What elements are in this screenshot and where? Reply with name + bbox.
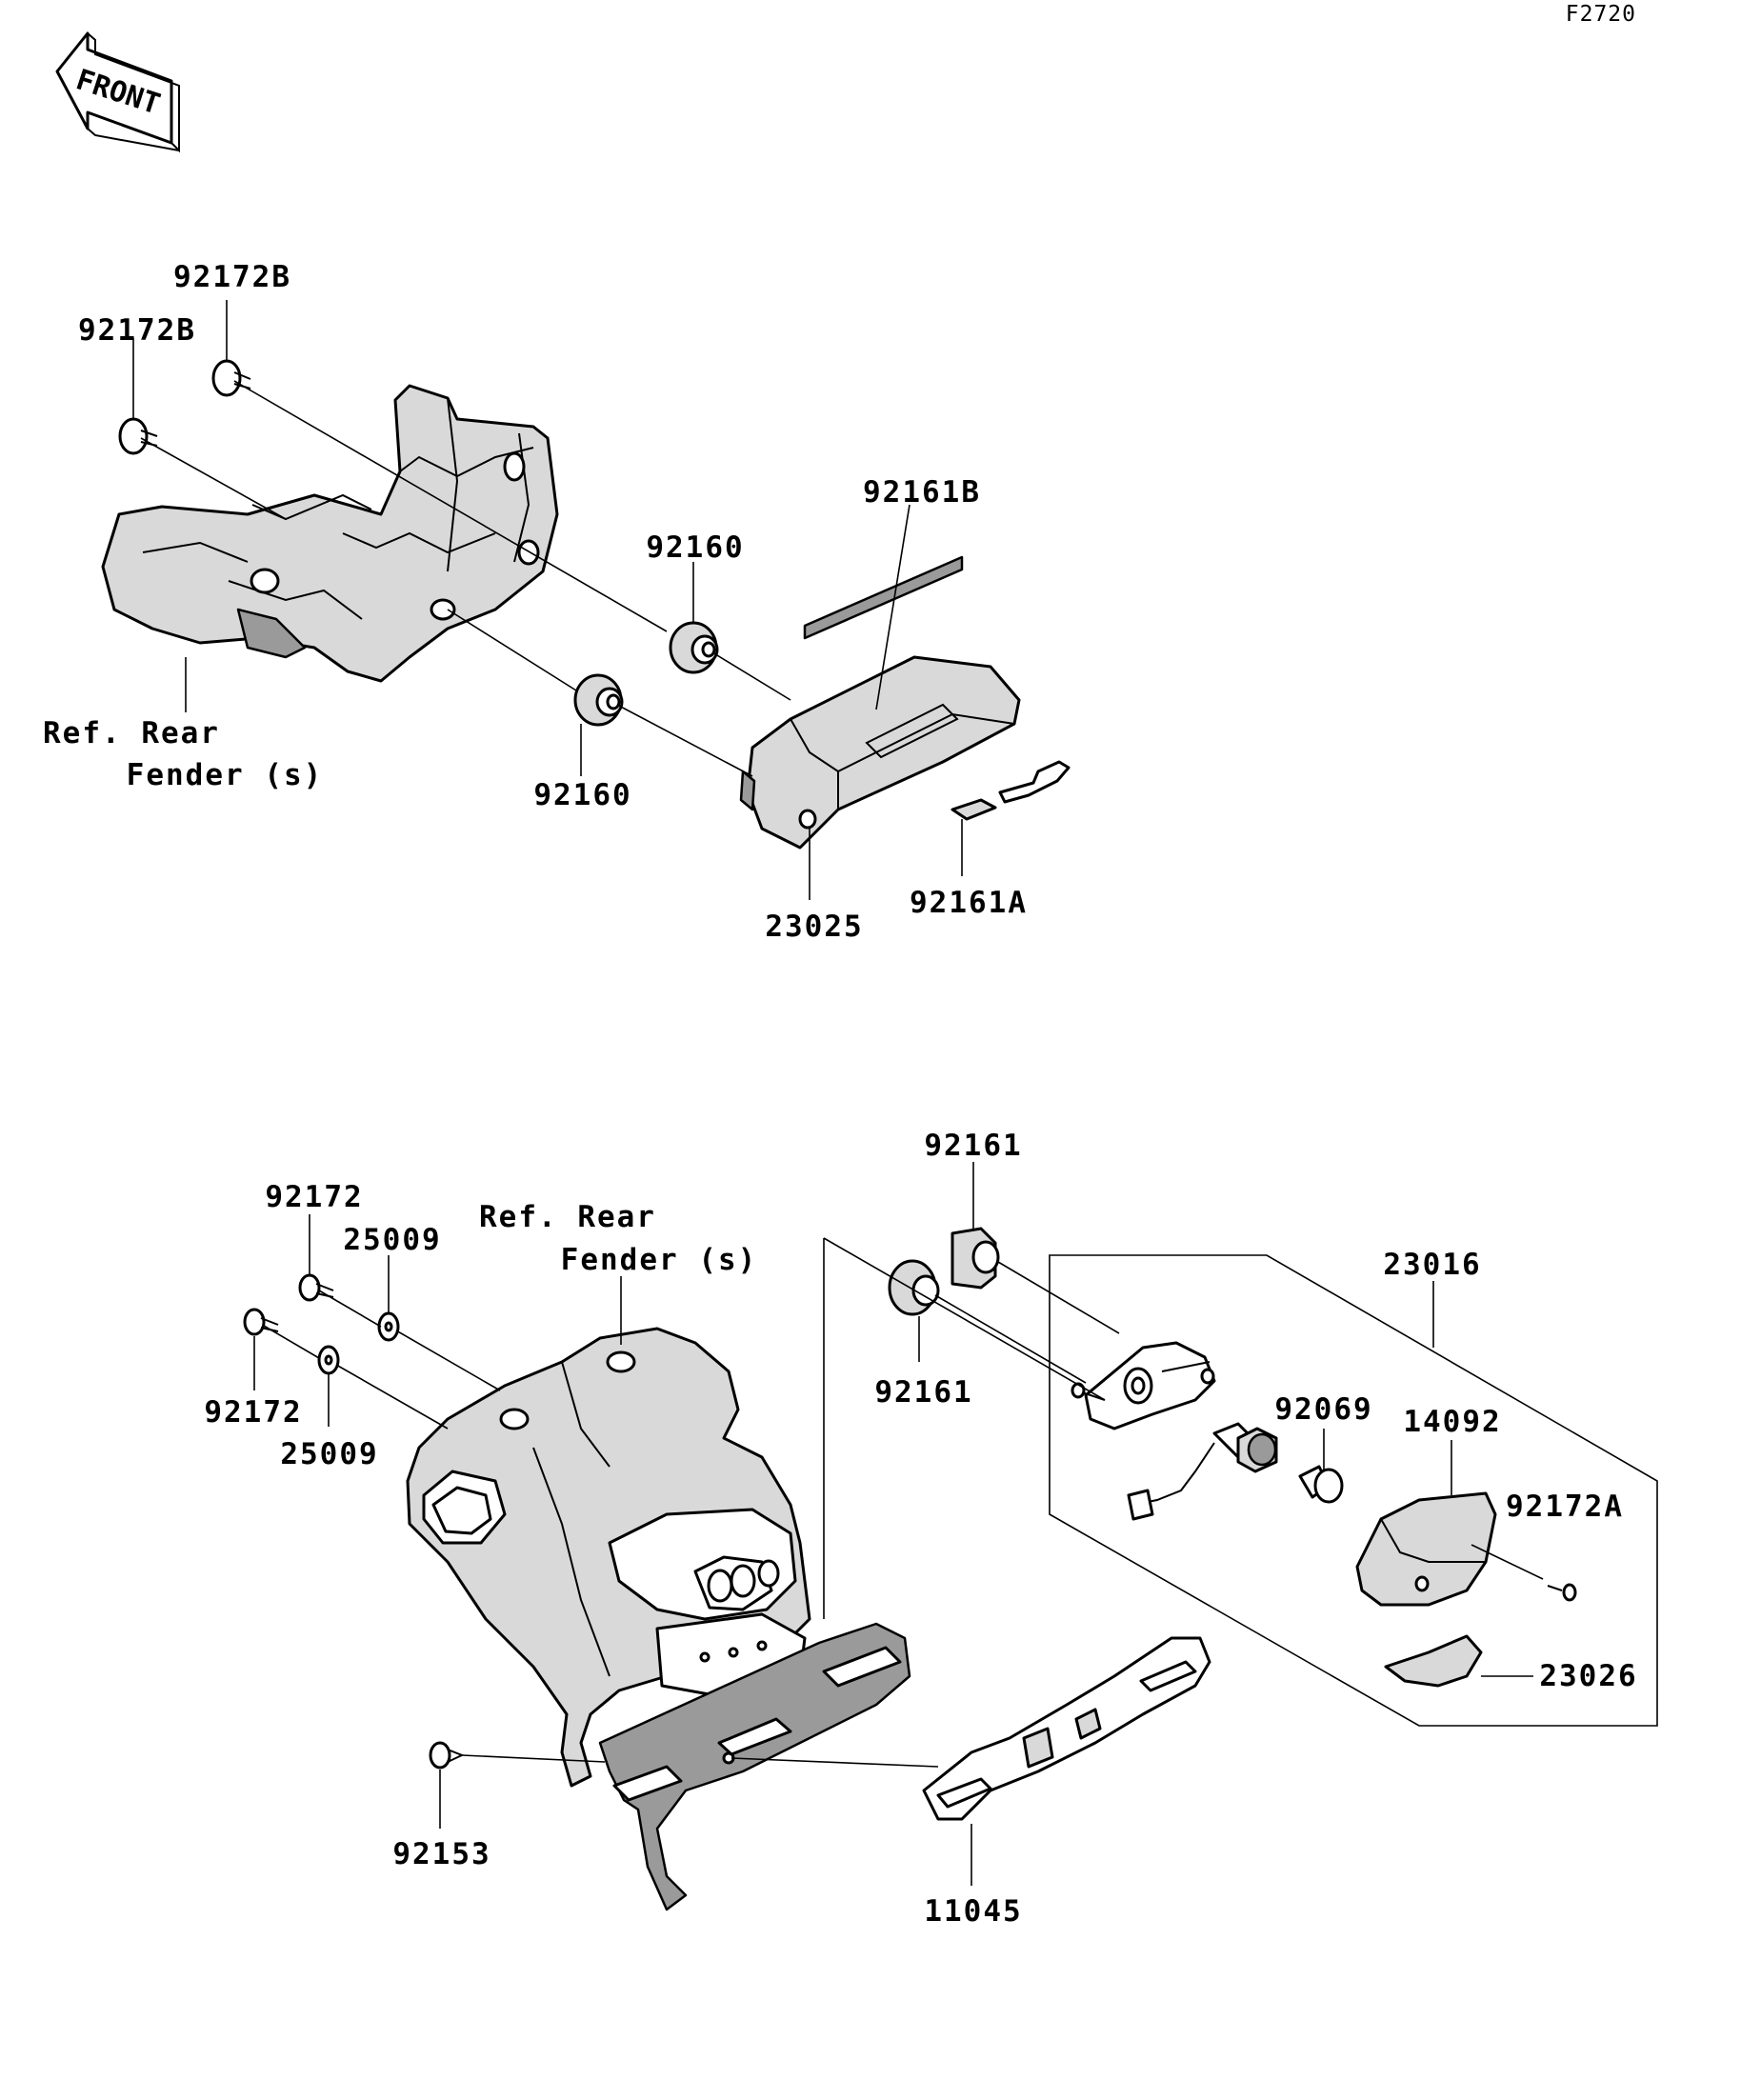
ref-rear-fender-bottom-line2: Fender (s) bbox=[561, 1243, 758, 1277]
callout-92172-lower: 92172 bbox=[204, 1395, 302, 1430]
license-lamp-23016 bbox=[1071, 1341, 1216, 1430]
bulb-92069 bbox=[1298, 1465, 1344, 1504]
callout-23016: 23016 bbox=[1383, 1248, 1481, 1282]
screw-92172B-a bbox=[118, 417, 158, 455]
cover-23026 bbox=[1384, 1634, 1483, 1688]
ref-rear-fender-top-line1: Ref. Rear bbox=[43, 716, 220, 750]
rear-fender-bracket-top bbox=[101, 384, 559, 683]
callout-25009-upper: 25009 bbox=[343, 1223, 441, 1257]
screw-92172A bbox=[1547, 1583, 1577, 1602]
bottom-assembly: 92172 25009 Ref. Rear Fender (s) 92172 2… bbox=[204, 1129, 1658, 1929]
callout-92160-lower: 92160 bbox=[533, 778, 631, 812]
rear-fender-bracket-bottom bbox=[406, 1327, 811, 1788]
callout-23026: 23026 bbox=[1539, 1659, 1637, 1693]
callout-11045: 11045 bbox=[924, 1894, 1022, 1929]
callout-92172-upper: 92172 bbox=[265, 1180, 363, 1214]
callout-14092: 14092 bbox=[1403, 1405, 1501, 1439]
ref-rear-fender-top-line2: Fender (s) bbox=[127, 758, 324, 792]
callout-92161A: 92161A bbox=[910, 886, 1028, 920]
grommet-92160-a bbox=[669, 621, 719, 674]
callout-92161B: 92161B bbox=[863, 475, 981, 510]
callout-92069: 92069 bbox=[1274, 1392, 1372, 1427]
callout-92160-upper: 92160 bbox=[646, 530, 744, 565]
ref-rear-fender-bottom-line1: Ref. Rear bbox=[479, 1200, 656, 1234]
screw-92153 bbox=[429, 1741, 465, 1770]
license-light-bracket bbox=[598, 1622, 911, 1911]
seal-strip-92161B bbox=[803, 555, 964, 640]
callout-92161-lower: 92161 bbox=[874, 1375, 972, 1410]
lens-14092 bbox=[1355, 1491, 1497, 1607]
screw-92172-b bbox=[243, 1308, 279, 1336]
grommet-92160-b bbox=[573, 673, 624, 727]
callout-92153: 92153 bbox=[392, 1837, 490, 1871]
tail-lamp-23025 bbox=[739, 655, 1021, 850]
washer-25009-b bbox=[317, 1345, 340, 1375]
diagram-code: F2720 bbox=[1566, 2, 1636, 27]
grommet-92161-a bbox=[951, 1227, 1000, 1290]
clip-92161A bbox=[951, 760, 1071, 821]
grommet-92161-b bbox=[888, 1259, 940, 1316]
washer-25009-a bbox=[377, 1311, 400, 1342]
bracket-11045 bbox=[922, 1636, 1211, 1821]
callout-92172A: 92172A bbox=[1506, 1490, 1624, 1524]
callout-92161-upper: 92161 bbox=[924, 1129, 1022, 1163]
callout-92172B-left: 92172B bbox=[78, 313, 196, 348]
socket-and-wire bbox=[1127, 1422, 1278, 1521]
top-assembly: 92172B 92172B 92161B 92160 Ref. Rear Fen… bbox=[43, 260, 1071, 944]
screw-92172B-b bbox=[211, 359, 251, 397]
callout-92172B-top: 92172B bbox=[173, 260, 291, 294]
front-direction-arrow-icon: FRONT bbox=[55, 31, 180, 153]
callout-23025: 23025 bbox=[765, 910, 863, 944]
callout-25009-lower: 25009 bbox=[280, 1437, 378, 1471]
